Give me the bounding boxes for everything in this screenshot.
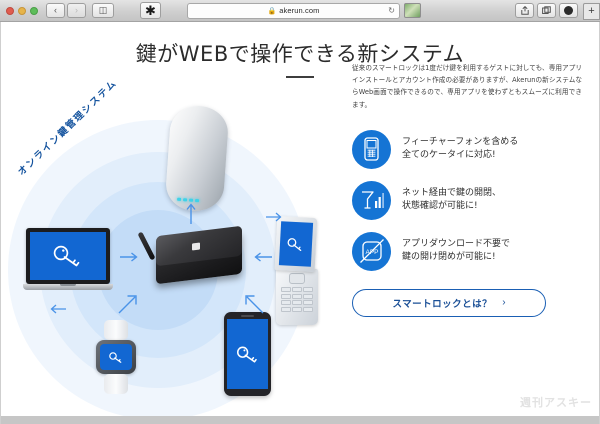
reload-icon[interactable]: ↻ [388, 6, 395, 15]
watch-band-top [104, 320, 128, 340]
asterisk-icon: ✱ [145, 3, 156, 18]
feature-list: フィーチャーフォンを含める 全てのケータイに対応! ネ [352, 129, 582, 271]
page-content: 鍵がWEBで操作できる新システム オンライン鍵管理システム [0, 22, 600, 424]
circle-icon [564, 6, 573, 15]
forward-button[interactable]: › [67, 3, 86, 18]
key-icon [287, 237, 302, 251]
feature-phone-screen [274, 215, 318, 273]
watermark: 週刊アスキー [520, 396, 592, 409]
browser-toolbar: ‹ › ◫ ✱ 🔒 akerun.com ↻ [0, 0, 600, 22]
feature-line-1: フィーチャーフォンを含める [402, 137, 519, 148]
right-column: 従来のスマートロックは1度だけ鍵を利用するゲストに対しても、専用アプリインストー… [352, 62, 582, 317]
share-button[interactable] [515, 3, 534, 18]
feature-line-2: 鍵の開け閉めが可能に! [402, 252, 496, 263]
arrow-ring-left [50, 304, 66, 314]
chevron-right-icon: › [502, 297, 506, 309]
tabs-icon [542, 6, 551, 14]
laptop-notch [60, 284, 76, 286]
close-window-button[interactable] [6, 6, 14, 15]
arrow-ring-right [266, 212, 282, 222]
system-diagram: オンライン鍵管理システム [0, 78, 335, 422]
feature-phone-device [274, 215, 318, 327]
feature-item-no-app: APP アプリダウンロード不要で 鍵の開け閉めが可能に! [352, 231, 582, 271]
laptop-screen-content [30, 232, 106, 280]
new-tab-button[interactable]: + [583, 3, 600, 20]
feature-item-phones: フィーチャーフォンを含める 全てのケータイに対応! [352, 129, 582, 169]
maximize-window-button[interactable] [30, 6, 38, 15]
back-button[interactable]: ‹ [46, 3, 65, 18]
arrow-hub-to-lock [186, 200, 196, 224]
key-icon [108, 351, 121, 363]
page-title: 鍵がWEBで操作できる新システム [135, 42, 465, 66]
address-bar[interactable]: 🔒 akerun.com ↻ [187, 2, 400, 19]
keypad-keys [281, 287, 313, 312]
reader-mode-button[interactable] [559, 3, 578, 18]
lock-icon: 🔒 [267, 7, 277, 15]
feature-line-1: アプリダウンロード不要で [402, 239, 511, 250]
phone-body [224, 312, 271, 396]
feature-text-network: ネット経由で鍵の開閉、 状態確認が可能に! [402, 187, 501, 213]
arrow-phone-to-hub [250, 252, 272, 262]
lead-paragraph: 従来のスマートロックは1度だけ鍵を利用するゲストに対しても、専用アプリインストー… [352, 64, 582, 109]
dpad-icon [289, 273, 305, 284]
laptop-device [23, 228, 116, 300]
cta-label: スマートロックとは？ [392, 298, 493, 310]
laptop-screen [26, 228, 110, 284]
no-app-icon-label: APP [365, 249, 378, 256]
arrow-smartphone-to-hub [242, 292, 264, 314]
signal-antenna-icon [352, 180, 391, 220]
laptop-base [23, 284, 113, 290]
smart-lock-device [164, 104, 230, 213]
arrow-laptop-to-hub [120, 252, 142, 262]
feature-phone-screen-content [278, 221, 314, 267]
no-app-icon: APP [352, 231, 391, 271]
feature-phone-keypad [276, 269, 318, 325]
share-icon [520, 6, 529, 15]
show-tabs-button[interactable] [537, 3, 556, 18]
smart-lock-info-button[interactable]: スマートロックとは？ › [352, 288, 546, 317]
feature-text-phones: フィーチャーフォンを含める 全てのケータイに対応! [402, 136, 518, 162]
feature-line-2: 全てのケータイに対応! [402, 150, 496, 161]
sidebar-toggle-button[interactable]: ◫ [92, 3, 114, 18]
bookmarks-button[interactable]: ✱ [140, 2, 161, 19]
feature-line-2: 状態確認が可能に! [402, 201, 478, 212]
key-icon [236, 346, 257, 363]
hub-router-device [137, 225, 246, 287]
toolbar-right-buttons [515, 3, 578, 18]
url-text: akerun.com [279, 6, 320, 15]
watch-case [96, 340, 136, 374]
smartwatch-device [96, 320, 136, 394]
navigation-buttons: ‹ › [46, 3, 86, 18]
window-bottom-edge [0, 416, 600, 424]
phone-screen-content [227, 319, 268, 389]
hub-logo [192, 242, 200, 251]
window-controls [6, 6, 38, 15]
feature-item-network: ネット経由で鍵の開閉、 状態確認が可能に! [352, 180, 582, 220]
arrow-watch-to-hub [118, 292, 140, 314]
feature-text-no-app: アプリダウンロード不要で 鍵の開け閉めが可能に! [402, 238, 510, 264]
watch-screen-content [100, 344, 132, 370]
minimize-window-button[interactable] [18, 6, 26, 15]
key-icon [53, 245, 80, 267]
smartphone-device [224, 312, 271, 396]
feature-line-1: ネット経由で鍵の開閉、 [402, 188, 502, 199]
feature-phone-icon [352, 129, 391, 169]
watch-band-bottom [104, 374, 128, 394]
page-thumbnail-button[interactable] [404, 3, 421, 18]
phone-speaker [241, 315, 254, 317]
title-divider [286, 76, 314, 78]
